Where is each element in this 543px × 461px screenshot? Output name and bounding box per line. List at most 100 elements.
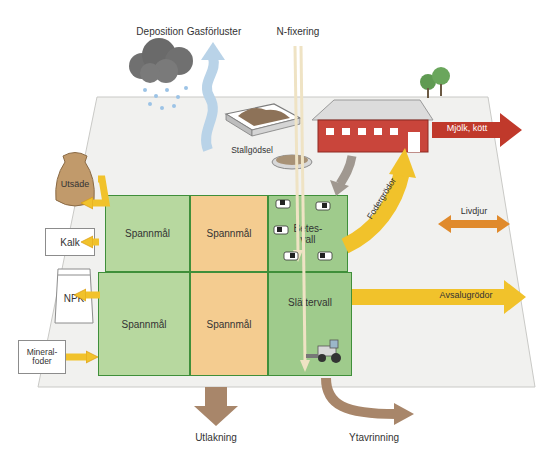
- seed-sack-outline: [52, 148, 98, 210]
- cow-patch: [277, 227, 282, 232]
- runoff-arrow-head: [394, 403, 414, 425]
- cow-patch: [320, 253, 325, 258]
- mower: [306, 354, 318, 358]
- forage-arrow: [345, 148, 416, 246]
- cow-body: [318, 252, 332, 260]
- cows: [274, 200, 332, 260]
- input-arrow: [93, 239, 99, 246]
- cow-body: [316, 202, 330, 210]
- rain-drop: [148, 102, 152, 106]
- cow-patch: [322, 203, 327, 208]
- manure-arrow-head: [330, 180, 349, 196]
- cow-body: [284, 252, 298, 260]
- gas-arrow-head: [201, 42, 225, 60]
- manure-heap: [238, 108, 290, 126]
- cow-body: [274, 226, 288, 234]
- tractor-cab: [330, 340, 338, 348]
- cow-patch: [290, 253, 295, 258]
- farm-plate: [38, 97, 535, 387]
- fertiliser-bag-shape: [55, 269, 93, 323]
- node-label: Utsäde: [61, 180, 90, 190]
- barn-wall: [318, 120, 428, 152]
- rain-drop: [160, 106, 164, 110]
- tractor-wheel: [318, 354, 326, 362]
- seed-sack-shape: [56, 153, 95, 207]
- barn: [312, 67, 450, 152]
- fixation-line: [295, 46, 298, 252]
- rain-drop: [172, 104, 176, 108]
- grain-field: Spannmål: [190, 195, 268, 272]
- manure-arrow-shaft: [340, 156, 352, 184]
- deposition-label: Deposition: [122, 26, 198, 37]
- tractor-wheel: [331, 353, 341, 363]
- barn-window: [358, 128, 366, 135]
- leaching-label: Utlakning: [180, 432, 252, 443]
- tree: [432, 67, 450, 85]
- slurry-tank: [272, 155, 312, 169]
- gas-arrow-shaft: [206, 58, 214, 150]
- gas-loss-arrow: [201, 42, 225, 150]
- runoff-arrow-shaft: [326, 378, 396, 414]
- node-label: Spannmål: [206, 319, 251, 330]
- tractor: [306, 340, 341, 363]
- node-label: Slättervall: [288, 297, 332, 308]
- fixation-line: [301, 46, 305, 362]
- input-arrow: [86, 292, 100, 299]
- forage-arrow-head: [389, 148, 416, 178]
- rain-drop: [165, 88, 169, 92]
- barn-door: [408, 132, 420, 152]
- rain-drop: [184, 86, 188, 90]
- manure-to-field-arrow: [330, 156, 352, 196]
- barn-window: [326, 128, 334, 135]
- nitrogen-fixation-lines: [293, 46, 310, 372]
- nitrogen-fixation-label: N-fixering: [260, 26, 336, 37]
- manure-storage: [226, 104, 312, 169]
- runoff-arrow: [326, 378, 414, 425]
- fertiliser-bag: NPK: [52, 264, 96, 326]
- forage-label: Fodergrödor: [359, 167, 404, 231]
- rain-drop: [154, 94, 158, 98]
- fixation-head: [300, 360, 310, 372]
- cloud-puff: [140, 63, 160, 83]
- node-label: NPK: [64, 293, 85, 304]
- leaching-arrow: [194, 387, 238, 426]
- barn-window: [390, 128, 398, 135]
- runoff-label: Ytavrinning: [334, 432, 414, 443]
- rain-drop: [143, 88, 147, 92]
- milk-meat-arrow: [432, 113, 522, 147]
- seed-sack: Utsäde: [52, 148, 98, 210]
- milk-meat-label: Mjölk, kött: [432, 124, 502, 134]
- node-label: Spannmål: [206, 228, 251, 239]
- node-label: Spannmål: [125, 228, 170, 239]
- input-arrow: [66, 354, 86, 361]
- grain-field: Spannmål: [190, 272, 268, 376]
- node-label: Spannmål: [121, 319, 166, 330]
- barn-roof: [312, 100, 433, 120]
- node-label: Mineral-foder: [19, 348, 65, 367]
- tree-trunk: [427, 88, 429, 98]
- livestock-arrow: [438, 215, 510, 233]
- barn-window: [374, 128, 382, 135]
- lime-box: Kalk: [45, 228, 95, 256]
- cash-crop-arrow: [352, 280, 526, 314]
- rain-cloud: [129, 38, 193, 110]
- input-arrow: [93, 179, 106, 203]
- cow-patch: [280, 200, 285, 205]
- rain-drop: [176, 95, 180, 99]
- manure-label: Stallgödsel: [222, 146, 282, 155]
- barn-window: [342, 128, 350, 135]
- gas-loss-label: Gasförluster: [176, 26, 252, 37]
- grain-field: Spannmål: [105, 195, 190, 272]
- tree-trunk: [440, 84, 442, 96]
- mineral-feed-box: Mineral-foder: [18, 340, 66, 374]
- grain-field: Spannmål: [98, 272, 190, 376]
- node-label: Kalk: [60, 237, 79, 248]
- cow-body: [276, 200, 290, 208]
- node-label: Betes-vall: [290, 223, 326, 245]
- bag-seam: [58, 275, 90, 276]
- cash-crop-label: Avsalugrödor: [424, 291, 508, 301]
